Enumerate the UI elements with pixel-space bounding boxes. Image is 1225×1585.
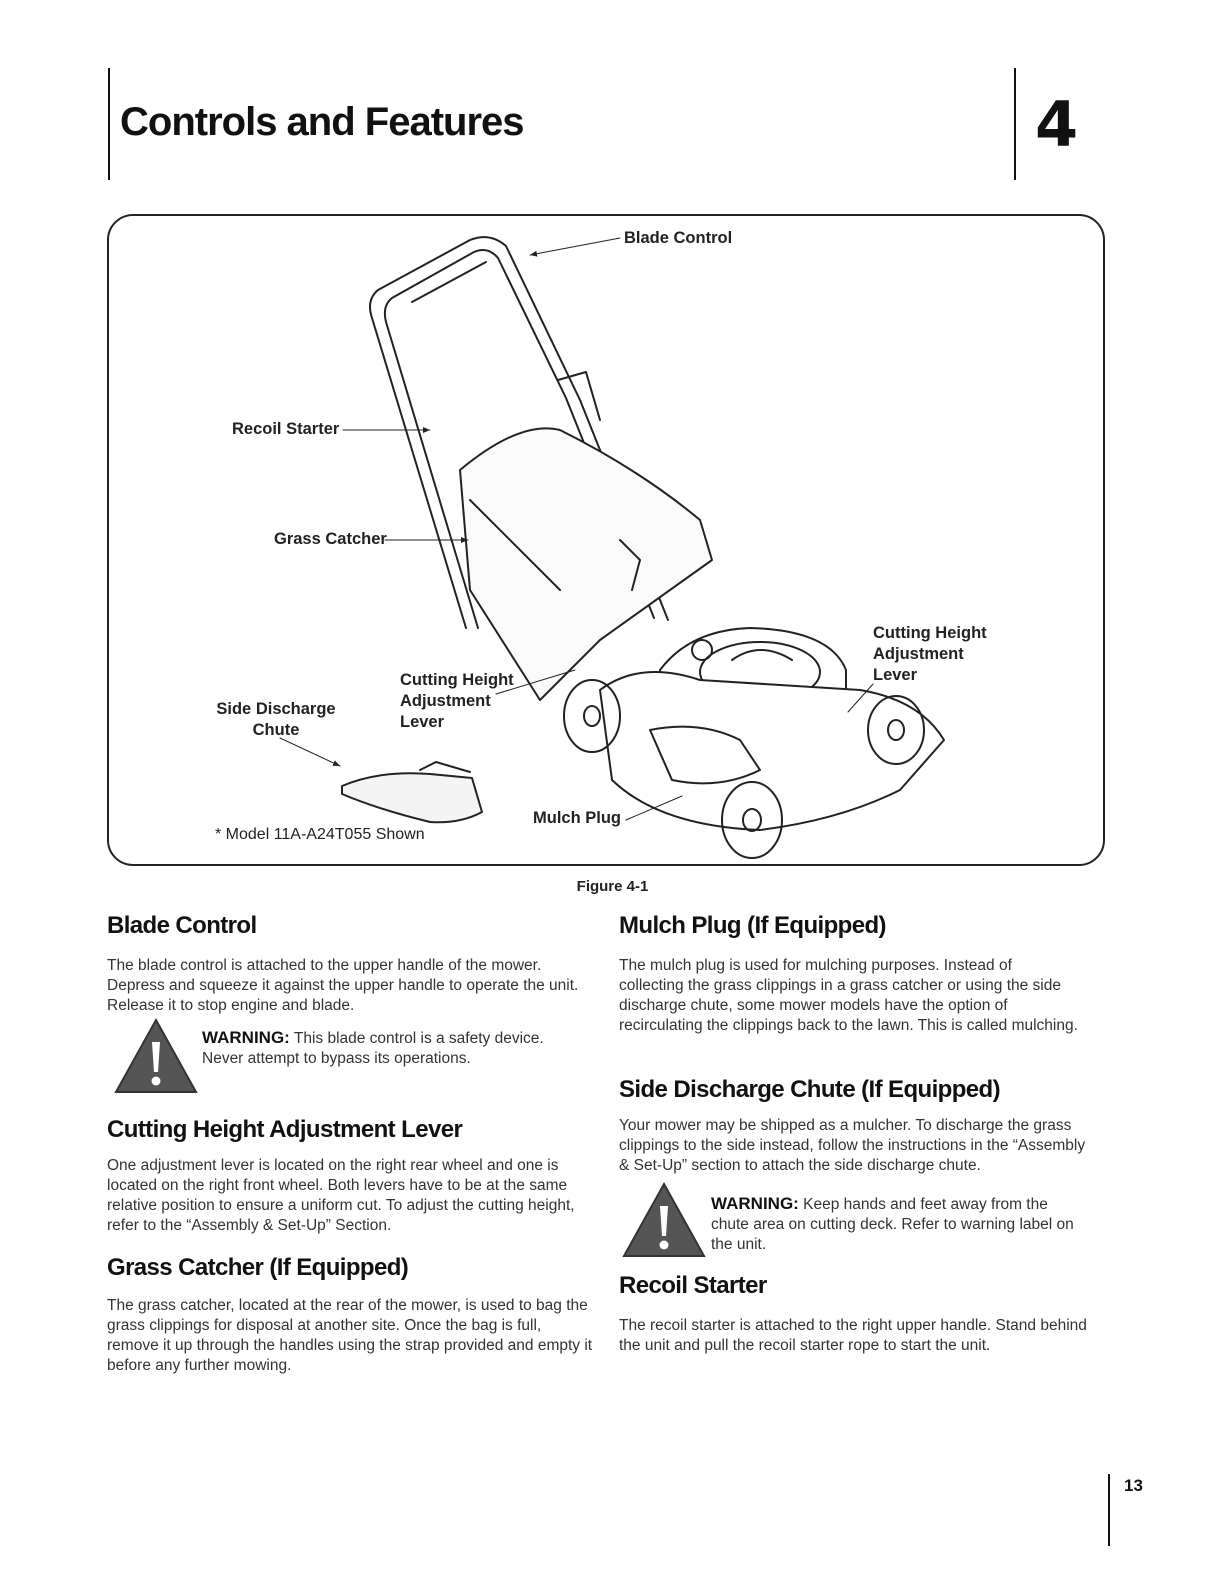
callout-line: Side Discharge xyxy=(216,700,336,718)
lawn-mower-illustration xyxy=(279,236,945,859)
warning-triangle-icon xyxy=(114,1017,198,1093)
figure-caption: Figure 4-1 xyxy=(576,878,649,895)
callout-mulch-plug: Mulch Plug xyxy=(533,809,621,827)
heading-recoil-starter: Recoil Starter xyxy=(619,1272,767,1299)
body-recoil-starter: The recoil starter is attached to the ri… xyxy=(619,1317,1087,1354)
body-grass-catcher: The grass catcher, located at the rear o… xyxy=(107,1297,593,1374)
callout-line: Cutting Height xyxy=(400,671,514,689)
heading-cutting-height: Cutting Height Adjustment Lever xyxy=(107,1116,463,1143)
body-mulch-plug: The mulch plug is used for mulching purp… xyxy=(619,957,1078,1034)
callout-line: Lever xyxy=(873,666,918,684)
warning-label: WARNING: xyxy=(711,1194,799,1213)
body-cutting-height: One adjustment lever is located on the r… xyxy=(107,1157,575,1234)
callout-line: Adjustment xyxy=(400,692,491,710)
heading-blade-control: Blade Control xyxy=(107,912,257,939)
callout-grass-catcher: Grass Catcher xyxy=(274,530,387,548)
footer-rule xyxy=(1108,1474,1110,1546)
heading-side-discharge: Side Discharge Chute (If Equipped) xyxy=(619,1076,1001,1103)
warning-side-discharge: WARNING: Keep hands and feet away from t… xyxy=(620,1180,1090,1262)
callout-blade-control: Blade Control xyxy=(624,229,733,247)
page-number: 13 xyxy=(1124,1476,1143,1495)
header-right-rule xyxy=(1014,68,1016,180)
warning-text: This blade control is a safety device. N… xyxy=(202,1030,544,1067)
warning-text: Keep hands and feet away from the chute … xyxy=(711,1196,1074,1253)
warning-triangle-icon xyxy=(622,1181,706,1257)
body-side-discharge: Your mower may be shipped as a mulcher. … xyxy=(619,1117,1086,1174)
heading-grass-catcher: Grass Catcher (If Equipped) xyxy=(107,1254,409,1281)
model-note: * Model 11A-A24T055 Shown xyxy=(215,826,425,843)
warning-blade-control: WARNING: This blade control is a safety … xyxy=(112,1016,582,1098)
callout-line: Chute xyxy=(252,721,300,739)
callout-line: Lever xyxy=(400,713,445,731)
callout-side-discharge-chute: Side Discharge Chute xyxy=(216,699,336,741)
callout-line: Cutting Height xyxy=(873,624,987,642)
chapter-title: Controls and Features xyxy=(120,100,525,144)
callout-recoil-starter: Recoil Starter xyxy=(232,420,340,438)
callout-cutting-height-left: Cutting Height Adjustment Lever xyxy=(400,670,514,733)
callout-line: Adjustment xyxy=(873,645,964,663)
heading-mulch-plug: Mulch Plug (If Equipped) xyxy=(619,912,887,939)
warning-label: WARNING: xyxy=(202,1028,290,1047)
header-left-rule xyxy=(108,68,110,180)
body-blade-control: The blade control is attached to the upp… xyxy=(107,957,579,1014)
chapter-number: 4 xyxy=(1035,88,1079,161)
callout-cutting-height-right: Cutting Height Adjustment Lever xyxy=(873,623,987,686)
